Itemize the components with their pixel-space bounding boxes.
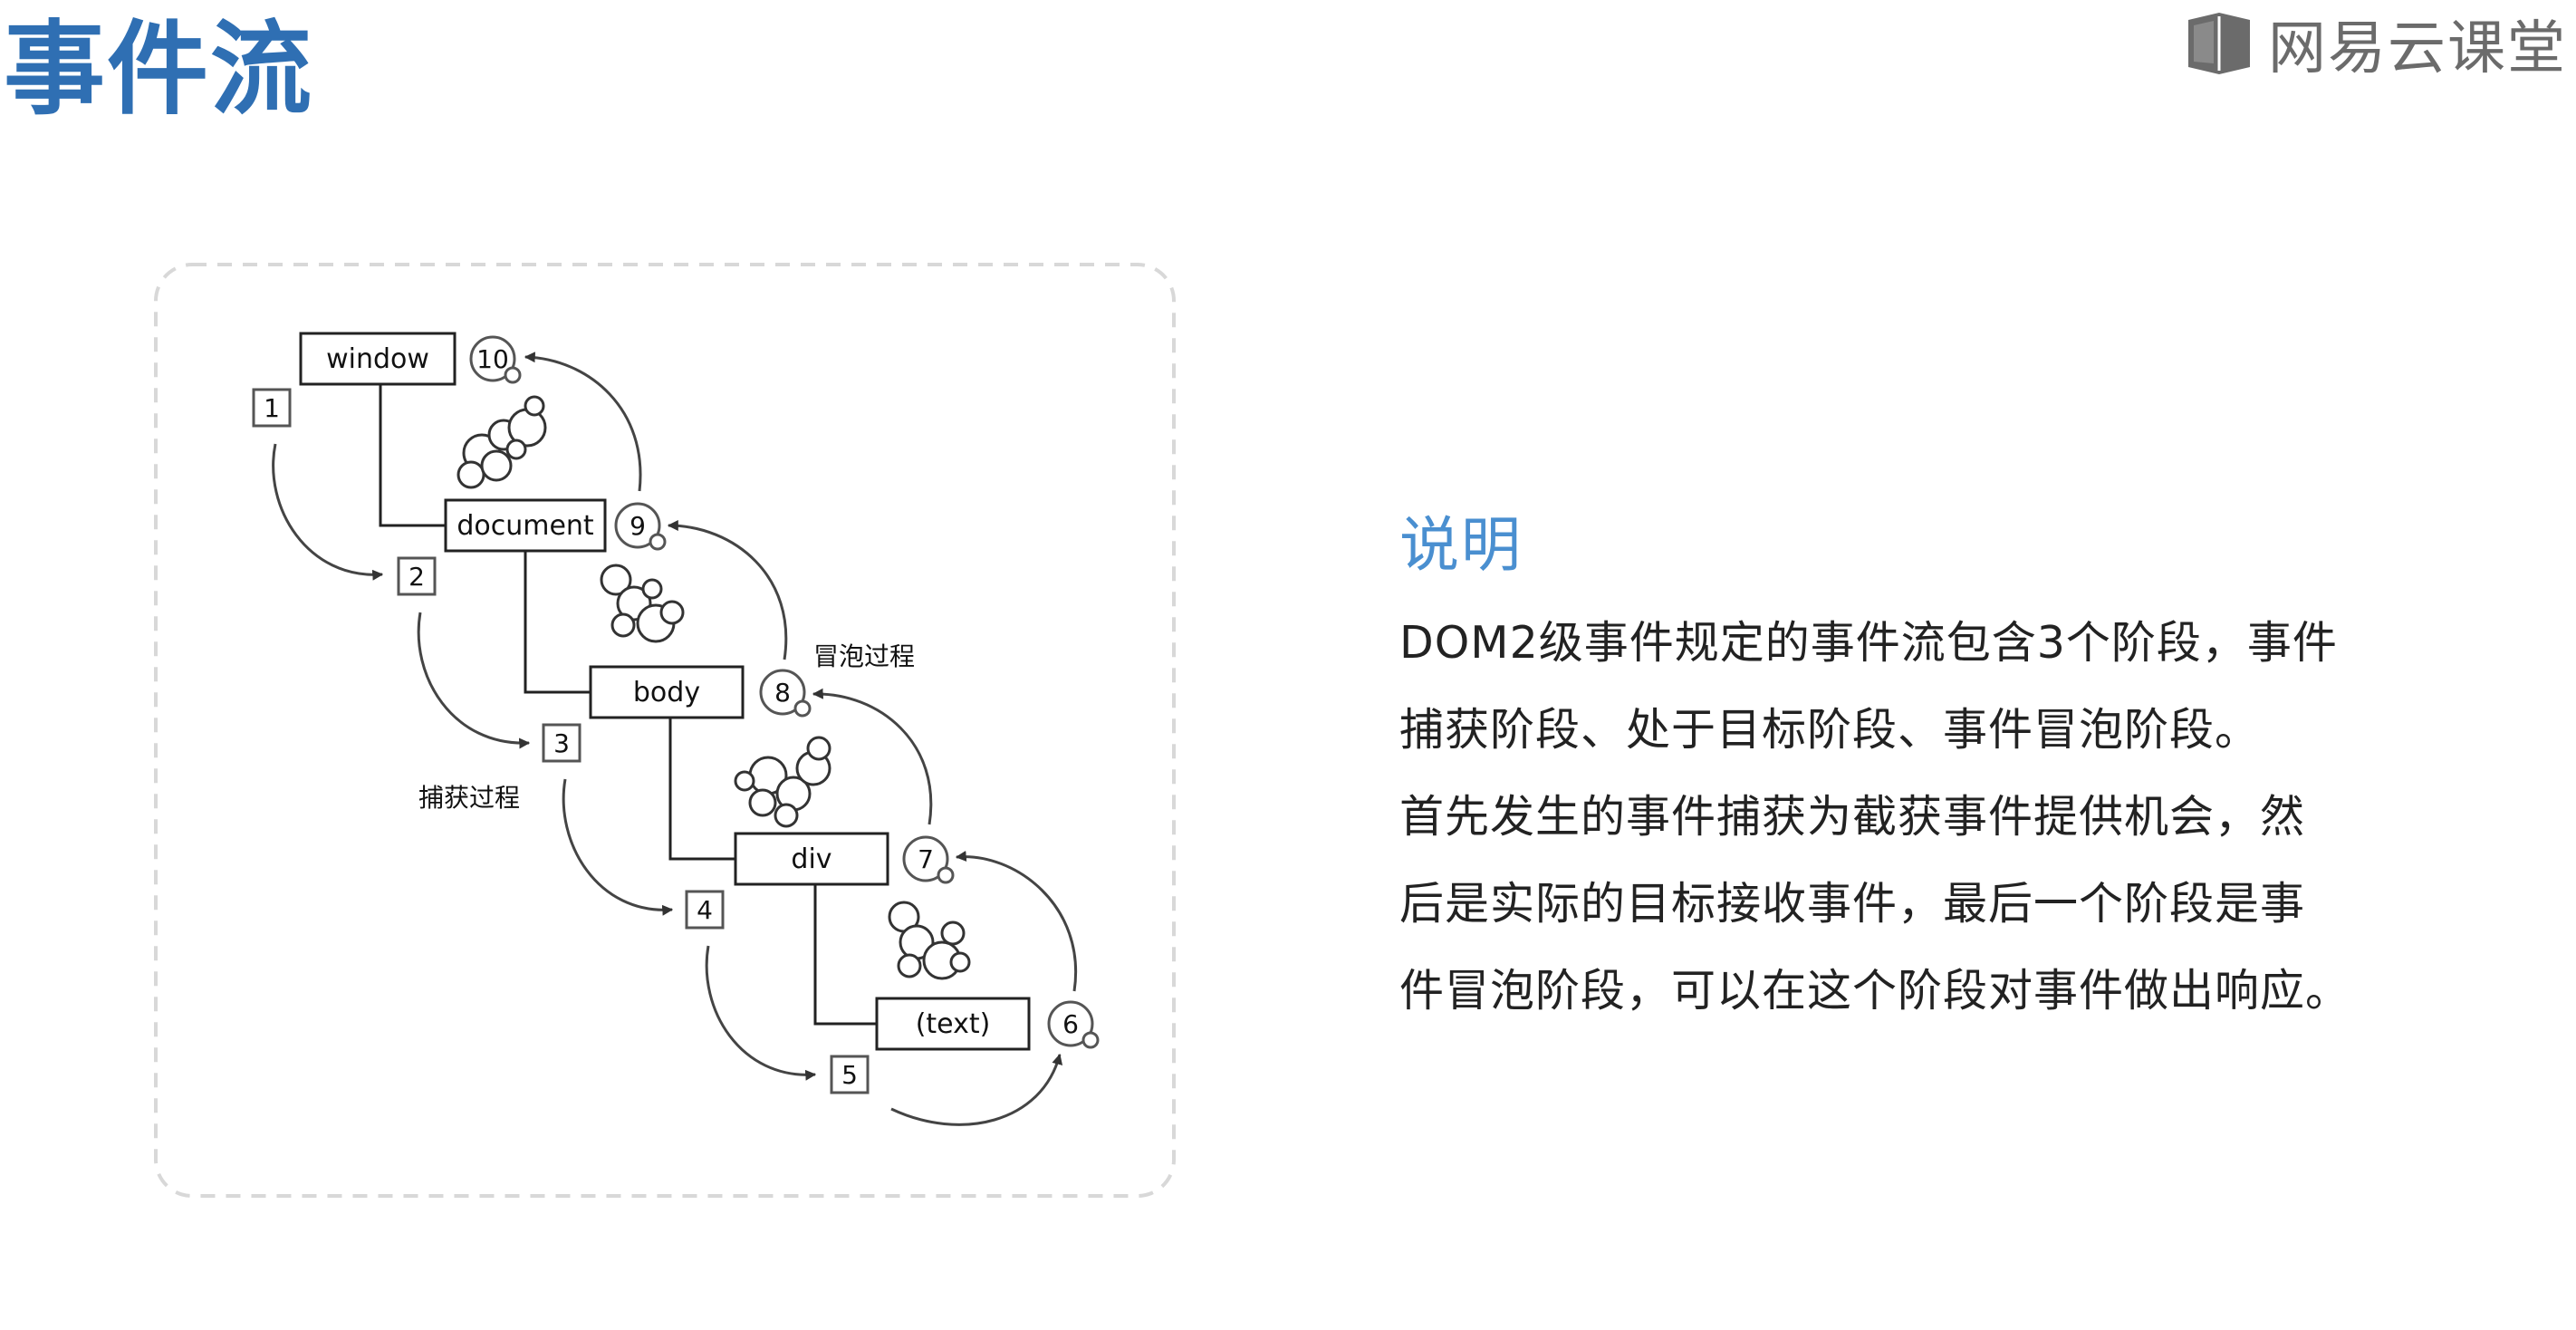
- explanation-line: 后是实际的目标接收事件，最后一个阶段是事: [1399, 878, 2306, 930]
- node-document: [444, 498, 607, 553]
- node-div-label: div: [791, 843, 831, 875]
- tree-connectors: [379, 384, 877, 1026]
- bubble-arrow-9-10: [524, 352, 642, 492]
- explanation-line: 首先发生的事件捕获为截获事件提供机会，然: [1399, 791, 2306, 843]
- bubble-step-7-label: 7: [918, 844, 934, 874]
- capture-step-3-label: 3: [553, 728, 570, 758]
- bubble-process-label: 冒泡过程: [813, 641, 915, 671]
- capture-arrow-1: [272, 443, 384, 581]
- bubble-clusters: [457, 395, 971, 980]
- bubble-arrow-6-7: [955, 851, 1078, 992]
- bubble-step-6: [1047, 1000, 1094, 1047]
- bubble-step-10: [469, 335, 516, 382]
- node-window-label: window: [326, 343, 429, 375]
- capture-step-1: [252, 388, 292, 428]
- explanation-line: 捕获阶段、处于目标阶段、事件冒泡阶段。: [1399, 704, 2261, 756]
- capture-step-5-label: 5: [841, 1060, 858, 1090]
- capture-process-label: 捕获过程: [418, 783, 520, 813]
- node-div: [734, 832, 889, 886]
- bubble-step-6-label: 6: [1062, 1009, 1079, 1039]
- bubble-step-8: [759, 669, 806, 716]
- node-window: [299, 332, 457, 386]
- bubble-step-8-label: 8: [774, 678, 791, 708]
- capture-step-3: [542, 723, 582, 763]
- capture-arrow-4: [705, 945, 817, 1081]
- capture-step-2-label: 2: [409, 562, 425, 592]
- capture-step-1-label: 1: [264, 393, 280, 423]
- bubble-step-9: [614, 502, 661, 549]
- explanation-text: DOM2级事件规定的事件流包含3个阶段，事件 捕获阶段、处于目标阶段、事件冒泡阶…: [1399, 600, 2477, 1035]
- explanation-heading: 说明: [1399, 510, 1523, 580]
- page-title: 事件流: [4, 11, 313, 129]
- capture-arrow-3: [562, 778, 674, 916]
- diagram-frame: [154, 263, 1176, 1198]
- bubble-arrow-8-9: [667, 520, 788, 660]
- bubble-step-7: [902, 835, 949, 882]
- bubble-step-9-label: 9: [630, 511, 646, 541]
- node-body-label: body: [633, 677, 700, 708]
- brand-name: 网易云课堂: [2268, 15, 2567, 82]
- capture-arrow-2: [417, 612, 531, 749]
- node-document-label: document: [457, 510, 594, 542]
- explanation-line: 件冒泡阶段，可以在这个阶段对事件做出响应。: [1399, 965, 2351, 1017]
- brand-logo: 网易云课堂: [2183, 5, 2567, 82]
- bubble-arrow-7-8: [812, 688, 933, 825]
- capture-step-4-label: 4: [697, 895, 713, 925]
- book-logo-icon: [2188, 13, 2250, 74]
- target-arrow: [890, 1053, 1063, 1126]
- node-text-label: (text): [916, 1008, 991, 1040]
- capture-step-5: [830, 1055, 870, 1094]
- node-body: [589, 665, 745, 719]
- node-text: [875, 997, 1031, 1051]
- explanation-line: DOM2级事件规定的事件流包含3个阶段，事件: [1399, 617, 2338, 669]
- capture-step-4: [685, 890, 725, 930]
- bubble-step-10-label: 10: [476, 344, 509, 374]
- capture-step-2: [397, 556, 437, 596]
